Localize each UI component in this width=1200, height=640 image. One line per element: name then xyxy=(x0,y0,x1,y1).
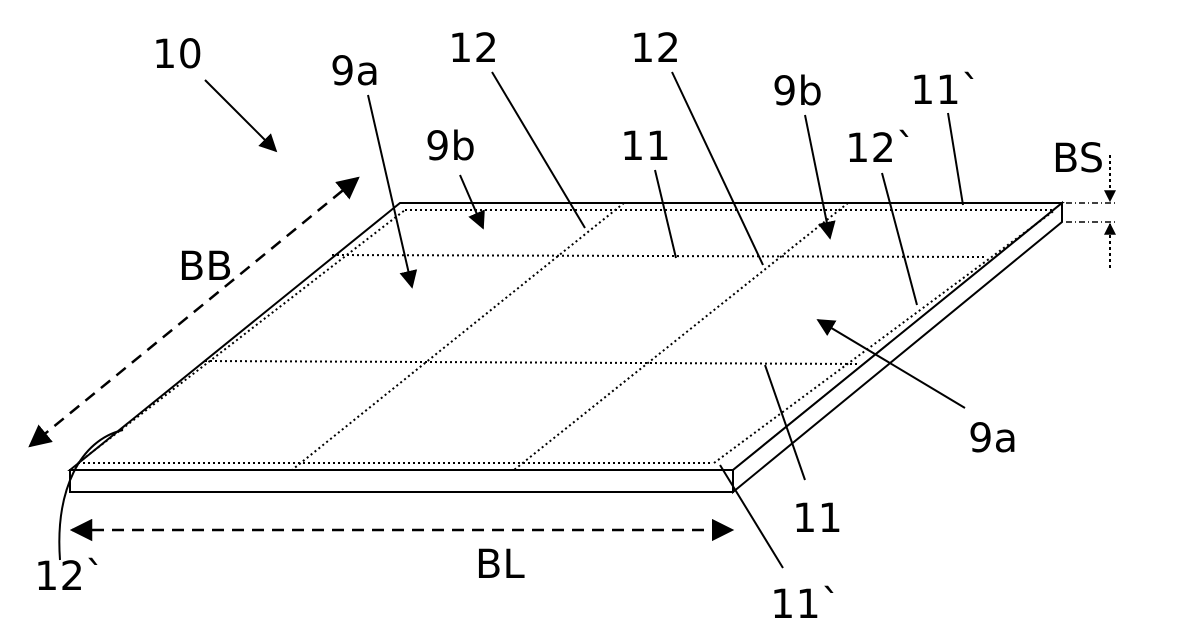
label-11-bottom: 11 xyxy=(792,496,843,542)
dim-bs xyxy=(1066,155,1118,268)
label-12p-left: 12` xyxy=(34,554,105,600)
line-12-right xyxy=(513,202,849,471)
label-11p-top: 11` xyxy=(910,68,981,114)
dim-bb xyxy=(28,176,360,448)
label-bs: BS xyxy=(1052,136,1104,182)
leader-12-left xyxy=(491,71,586,229)
arrow-9b-right xyxy=(804,114,836,240)
label-bl: BL xyxy=(475,542,525,588)
leader-12p-right xyxy=(881,172,918,306)
arrow-9a-top xyxy=(367,94,418,289)
label-11p-bottom: 11` xyxy=(770,582,841,628)
leader-11p-bottom xyxy=(719,464,784,569)
label-12-right: 12 xyxy=(630,26,681,72)
label-12-left: 12 xyxy=(448,26,499,72)
label-9b-left: 9b xyxy=(425,124,476,170)
label-9a-right: 9a xyxy=(968,416,1018,462)
line-11-upper xyxy=(331,254,986,258)
label-bb: BB xyxy=(178,244,233,290)
label-10: 10 xyxy=(152,32,203,78)
right-inner-edge xyxy=(713,209,1056,464)
line-11-lower xyxy=(204,360,861,365)
label-9b-right: 9b xyxy=(772,69,823,115)
label-9a-top: 9a xyxy=(330,49,380,95)
leader-12-right xyxy=(671,71,764,266)
arrow-9a-right xyxy=(816,319,966,409)
leader-11-bottom xyxy=(764,364,806,481)
leader-11-top xyxy=(654,169,677,259)
arrow-10 xyxy=(204,79,278,153)
arrow-9b-left xyxy=(459,174,485,230)
label-12p-right: 12` xyxy=(845,126,916,172)
panel-front-face xyxy=(69,469,734,493)
leader-11p-top xyxy=(947,112,964,206)
label-11-top: 11 xyxy=(620,124,671,170)
